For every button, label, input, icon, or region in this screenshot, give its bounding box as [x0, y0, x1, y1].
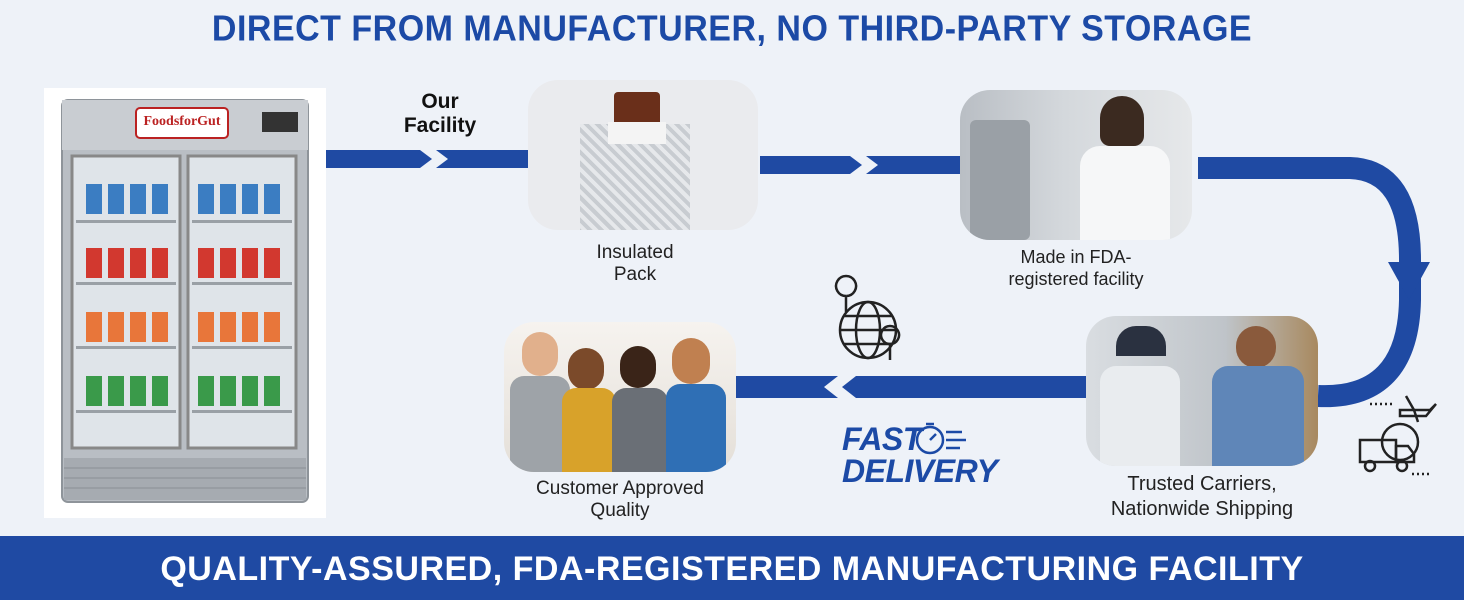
delivery-handoff-photo [1086, 316, 1318, 466]
happy-customers-photo [504, 322, 736, 472]
customer-approved-caption: Customer Approved Quality [536, 478, 704, 521]
insulated-pack-caption: Insulated Pack [596, 242, 674, 285]
flow-arrow-2 [760, 156, 960, 174]
flow-arrow-curve [1198, 157, 1421, 408]
footer-band [0, 536, 1464, 600]
insulated-pack-photo [528, 80, 758, 230]
footer-headline: QUALITY-ASSURED, FDA-REGISTERED MANUFACT… [160, 550, 1304, 588]
fast-text: FAST [842, 421, 922, 457]
fda-facility-caption: Made in FDA-registered facility [1008, 247, 1144, 289]
stopwatch-icon [915, 422, 966, 455]
globe-location-icon [834, 274, 901, 360]
delivery-text: DELIVERY [842, 453, 998, 489]
fast-delivery-badge: FAST DELIVERY [842, 421, 998, 489]
trusted-carriers-caption: Trusted Carriers, Nationwide Shipping [1110, 473, 1294, 520]
page-headline: DIRECT FROM MANUFACTURER, NO THIRD-PARTY… [211, 9, 1253, 49]
our-facility-label: Our Facility [403, 90, 477, 137]
flow-arrow-head [1388, 262, 1430, 300]
brand-logo: FoodsforGut [143, 114, 221, 129]
lab-scientist-photo [960, 90, 1192, 240]
flow-arrow-1 [326, 150, 528, 168]
truck-plane-icon [1358, 395, 1437, 476]
fridge-image [44, 88, 326, 518]
flow-arrow-3 [736, 376, 1086, 398]
